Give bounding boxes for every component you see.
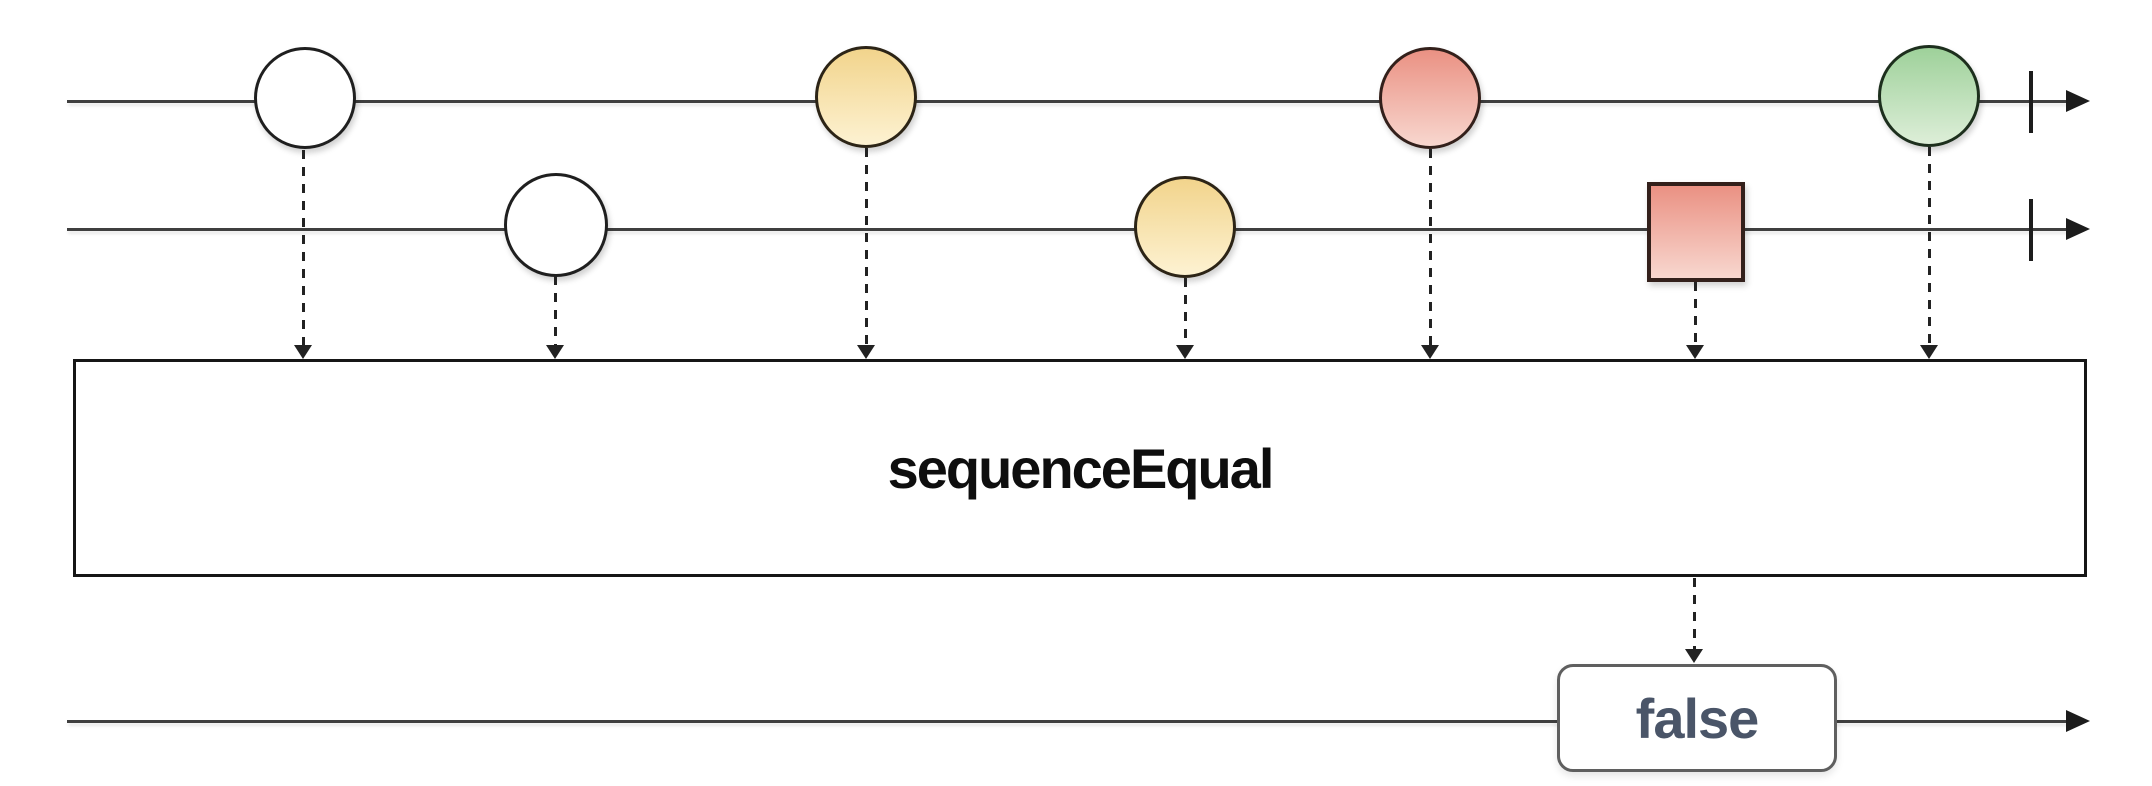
arrow-down-icon <box>857 345 875 359</box>
arrow-down-icon <box>546 345 564 359</box>
operator-label: sequenceEqual <box>887 436 1275 500</box>
marble-red-error-square <box>1647 182 1745 282</box>
source-a-line <box>67 100 2070 103</box>
connector-dashed <box>1429 149 1432 345</box>
arrow-right-icon <box>2066 90 2090 112</box>
marble-white-circle-a <box>254 47 356 149</box>
arrow-down-icon <box>1686 345 1704 359</box>
source-b-line <box>67 228 2070 231</box>
marble-white-circle-b <box>504 173 608 277</box>
result-box: false <box>1557 664 1837 772</box>
connector-dashed <box>554 276 557 345</box>
connector-dashed <box>1184 278 1187 345</box>
arrow-down-icon <box>1685 649 1703 663</box>
operator-box: sequenceEqual <box>73 359 2087 577</box>
result-label: false <box>1635 686 1760 750</box>
marble-red-circle-a <box>1379 47 1481 149</box>
arrow-down-icon <box>1421 345 1439 359</box>
connector-dashed <box>302 150 305 345</box>
output-line <box>67 720 2070 723</box>
arrow-down-icon <box>1920 345 1938 359</box>
connector-dashed <box>1694 282 1697 345</box>
marble-yellow-circle-a <box>815 46 917 148</box>
connector-dashed <box>865 148 868 345</box>
arrow-right-icon <box>2066 218 2090 240</box>
marble-green-circle-a <box>1878 45 1980 147</box>
arrow-down-icon <box>294 345 312 359</box>
connector-dashed <box>1928 147 1931 345</box>
result-connector-dashed <box>1693 578 1696 649</box>
marble-yellow-circle-b <box>1134 176 1236 278</box>
arrow-right-icon <box>2066 710 2090 732</box>
arrow-down-icon <box>1176 345 1194 359</box>
source-a-complete-tick <box>2029 71 2033 133</box>
source-b-complete-tick <box>2029 199 2033 261</box>
